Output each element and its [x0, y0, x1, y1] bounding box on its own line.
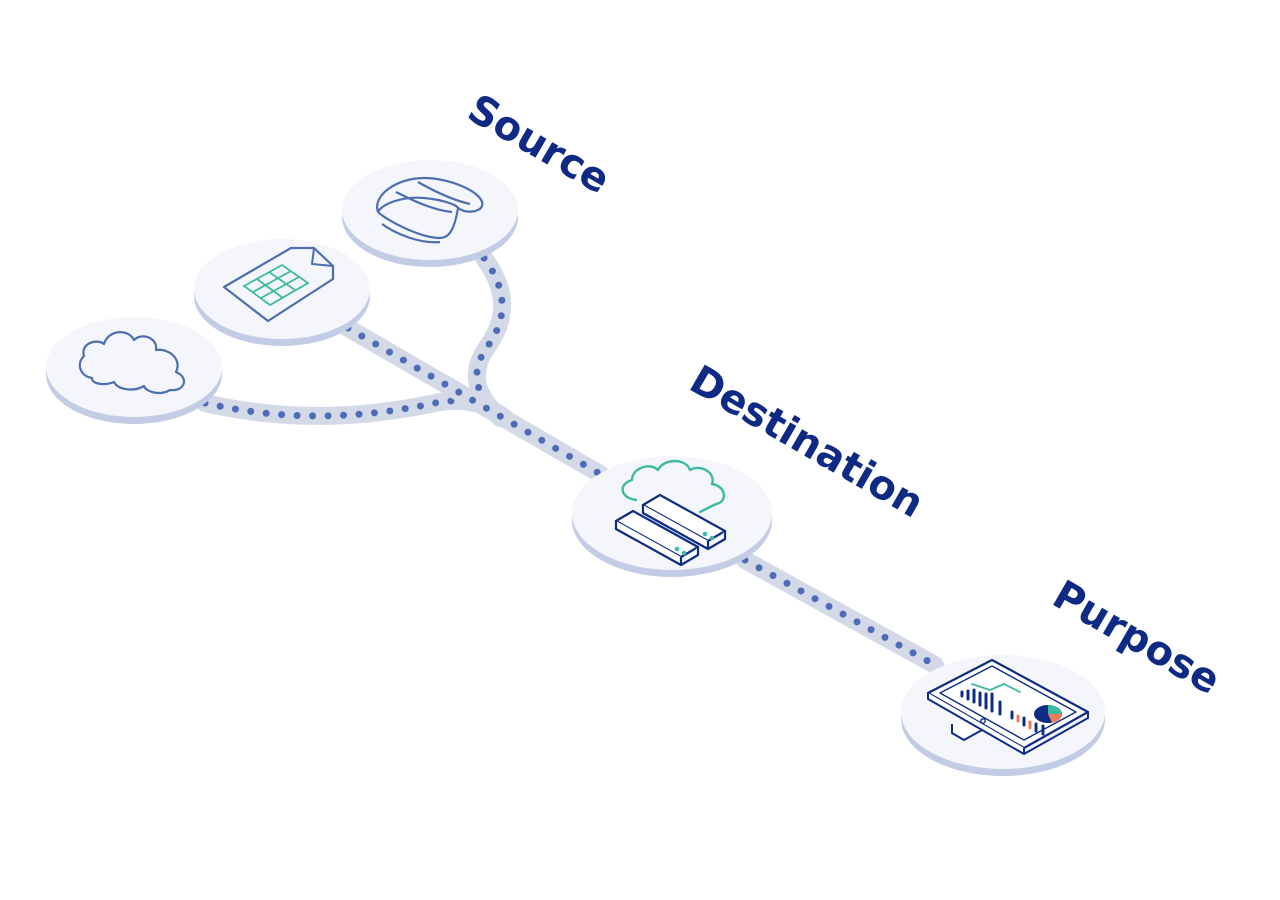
pipe-database-to-junction	[467, 249, 512, 427]
cloud-server-icon	[614, 459, 727, 567]
database-icon	[375, 176, 484, 244]
pie-chart-icon	[1034, 705, 1062, 723]
pipes	[196, 249, 944, 674]
pipe-destination-to-purpose	[736, 551, 944, 674]
pipe-cloud-to-junction	[196, 391, 514, 427]
node-cloud-source	[46, 317, 222, 424]
pipe-spreadsheet-to-destination	[339, 319, 609, 483]
node-purpose	[901, 655, 1105, 776]
analytics-monitor-icon	[926, 658, 1090, 755]
node-destination	[572, 456, 772, 577]
spreadsheet-icon	[222, 246, 335, 323]
node-database-source	[342, 160, 518, 267]
cloud-icon	[78, 331, 186, 395]
node-spreadsheet-source	[194, 239, 370, 346]
